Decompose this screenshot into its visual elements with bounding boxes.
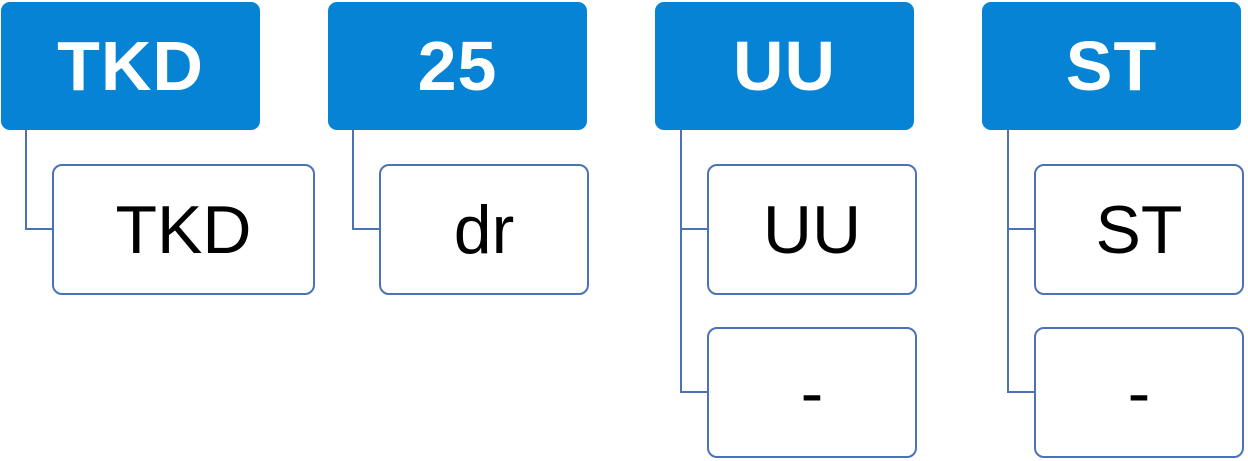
child-box-st-1: ST xyxy=(1034,164,1244,295)
connector-25-1 xyxy=(352,130,379,230)
connector-uu-2 xyxy=(680,229,707,393)
child-box-tkd-1: TKD xyxy=(52,164,315,295)
connector-uu-1 xyxy=(680,130,707,230)
connector-st-2 xyxy=(1007,229,1034,393)
connector-st-1 xyxy=(1007,130,1034,230)
child-box-uu-1: UU xyxy=(707,164,917,295)
child-box-uu-2: - xyxy=(707,327,917,458)
header-box-st: ST xyxy=(982,2,1241,130)
header-box-uu: UU xyxy=(655,2,914,130)
connector-tkd-1 xyxy=(25,130,52,230)
header-box-tkd: TKD xyxy=(1,2,260,130)
child-box-25-1: dr xyxy=(379,164,589,295)
header-box-25: 25 xyxy=(328,2,587,130)
child-box-st-2: - xyxy=(1034,327,1244,458)
